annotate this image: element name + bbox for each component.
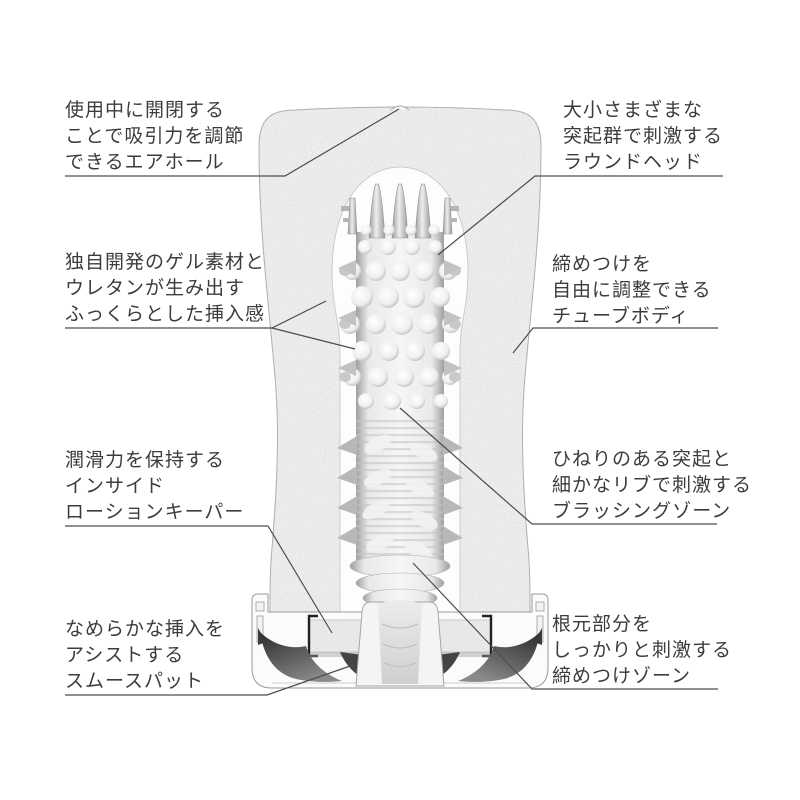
label-air-hole: 使用中に開閉する ことで吸引力を調節 できるエアホール xyxy=(65,98,244,176)
label-gel-material-line-2: ウレタンが生み出す xyxy=(65,278,246,299)
label-gel-material: 独自開発のゲル素材と ウレタンが生み出す ふっくらとした挿入感 xyxy=(65,250,265,328)
label-tube-body-line-3: チューブボディ xyxy=(552,306,690,327)
inner-sleeve xyxy=(337,183,463,616)
leader-brushing-zone xyxy=(399,407,717,525)
leader-round-head xyxy=(437,175,723,256)
air-hole-notch xyxy=(390,105,410,111)
label-squeeze-zone-line-1: 根元部分を xyxy=(552,614,653,635)
label-air-hole-line-1: 使用中に開閉する xyxy=(65,100,226,121)
label-tube-body: 締めつけを 自由に調整できる チューブボディ xyxy=(552,252,712,330)
label-round-head-line-1: 大小さまざまな xyxy=(563,100,704,121)
sleeve-foot xyxy=(378,600,422,684)
label-brushing-zone-line-2: 細かなリブで刺激する xyxy=(552,475,753,496)
label-lotion-keeper-line-2: インサイド xyxy=(65,476,166,497)
label-brushing-zone-line-3: ブラッシングゾーン xyxy=(552,501,732,522)
entry-channel xyxy=(355,600,445,687)
leader-lines xyxy=(65,108,723,696)
label-round-head-line-2: 突起群で刺激する xyxy=(563,126,724,147)
round-head-spikes xyxy=(341,183,459,239)
label-lotion-keeper-line-3: ローションキーパー xyxy=(65,502,245,523)
base-structure xyxy=(251,593,549,689)
label-squeeze-zone-line-3: 締めつけゾーン xyxy=(552,666,692,687)
brushing-ribs xyxy=(337,416,463,566)
leader-air-hole xyxy=(65,108,400,177)
label-tube-body-line-2: 自由に調整できる xyxy=(552,280,712,301)
label-smooth-pad: なめらかな挿入を アシストする スムースパット xyxy=(65,617,225,695)
stimulation-bumps xyxy=(338,224,462,410)
label-round-head-line-3: ラウンドヘッド xyxy=(563,152,704,173)
label-round-head: 大小さまざまな 突起群で刺激する ラウンドヘッド xyxy=(563,98,723,176)
label-squeeze-zone: 根元部分を しっかりと刺激する 締めつけゾーン xyxy=(552,612,732,690)
leader-tube-body xyxy=(512,327,718,354)
leader-gel-material xyxy=(65,300,356,350)
label-brushing-zone: ひねりのある突起と 細かなリブで刺激する ブラッシングゾーン xyxy=(552,447,752,525)
label-smooth-pad-line-3: スムースパット xyxy=(65,671,205,692)
label-brushing-zone-line-1: ひねりのある突起と xyxy=(552,449,733,470)
leader-smooth-pad xyxy=(65,664,354,696)
label-air-hole-line-3: できるエアホール xyxy=(65,152,225,173)
leader-squeeze-zone xyxy=(412,562,718,690)
label-lotion-keeper-line-1: 潤滑力を保持する xyxy=(65,450,226,471)
label-smooth-pad-line-2: アシストする xyxy=(65,645,185,666)
leader-lotion-keeper xyxy=(65,525,333,634)
label-squeeze-zone-line-2: しっかりと刺激する xyxy=(552,640,733,661)
label-gel-material-line-1: 独自開発のゲル素材と xyxy=(65,252,266,273)
label-air-hole-line-2: ことで吸引力を調節 xyxy=(65,126,245,147)
label-lotion-keeper: 潤滑力を保持する インサイド ローションキーパー xyxy=(65,448,244,526)
label-smooth-pad-line-1: なめらかな挿入を xyxy=(65,619,226,640)
label-gel-material-line-3: ふっくらとした挿入感 xyxy=(65,304,266,325)
label-tube-body-line-1: 締めつけを xyxy=(552,254,653,275)
